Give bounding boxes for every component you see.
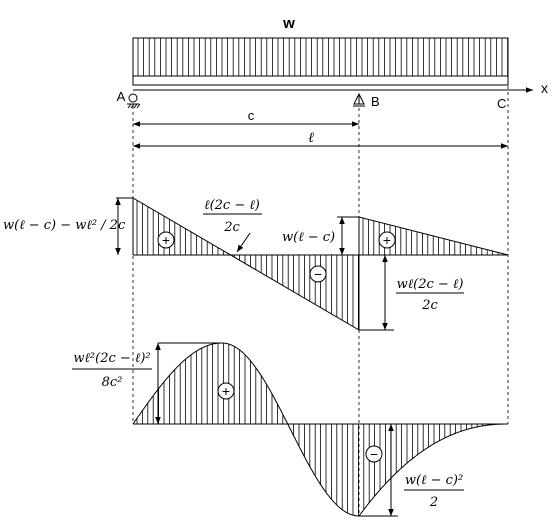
shear-left-value: w(ℓ − c) − wℓ² / 2c [3, 218, 126, 233]
shear-negative-numerator: wℓ(2c − ℓ) [397, 277, 464, 292]
support-b [353, 92, 365, 107]
moment-max-denominator: 8c² [102, 375, 123, 390]
beam [132, 75, 509, 86]
svg-text:+: + [222, 383, 230, 399]
moment-curve [132, 342, 508, 517]
shear-hatch [136, 200, 504, 330]
support-a-label: A [117, 89, 126, 104]
shear-zero-point-numerator: ℓ(2c − ℓ) [204, 198, 260, 213]
support-b-label: B [371, 94, 380, 109]
svg-text:+: + [162, 232, 170, 248]
shear-negative-denominator: 2c [421, 298, 438, 313]
svg-text:+: + [383, 232, 391, 248]
shear-zero-point-pointer [236, 232, 251, 253]
svg-text:−: − [370, 446, 378, 462]
svg-text:−: − [314, 266, 322, 282]
dimension-c-label: c [248, 108, 255, 123]
moment-max-numerator: wℓ²(2c − ℓ)² [73, 351, 150, 366]
moment-support-numerator: w(ℓ − c)² [405, 473, 463, 488]
moment-sign-positive: + [217, 382, 235, 400]
support-c-label: C [497, 96, 506, 111]
shear-zero-point-denominator: 2c [223, 220, 240, 235]
shear-sign-positive-right: + [378, 231, 396, 249]
shear-curve-left [132, 197, 360, 331]
x-axis-label: x [541, 80, 548, 96]
shear-right-value: w(ℓ − c) [282, 230, 335, 245]
moment-support-denominator: 2 [429, 495, 438, 510]
dimension-l-label: ℓ [308, 130, 314, 146]
support-a [127, 93, 141, 109]
load-label: w [282, 15, 295, 32]
moment-sign-negative: − [365, 445, 383, 463]
shear-sign-positive-left: + [157, 231, 175, 249]
load-hatch [137, 38, 509, 76]
shear-sign-negative: − [309, 265, 327, 283]
